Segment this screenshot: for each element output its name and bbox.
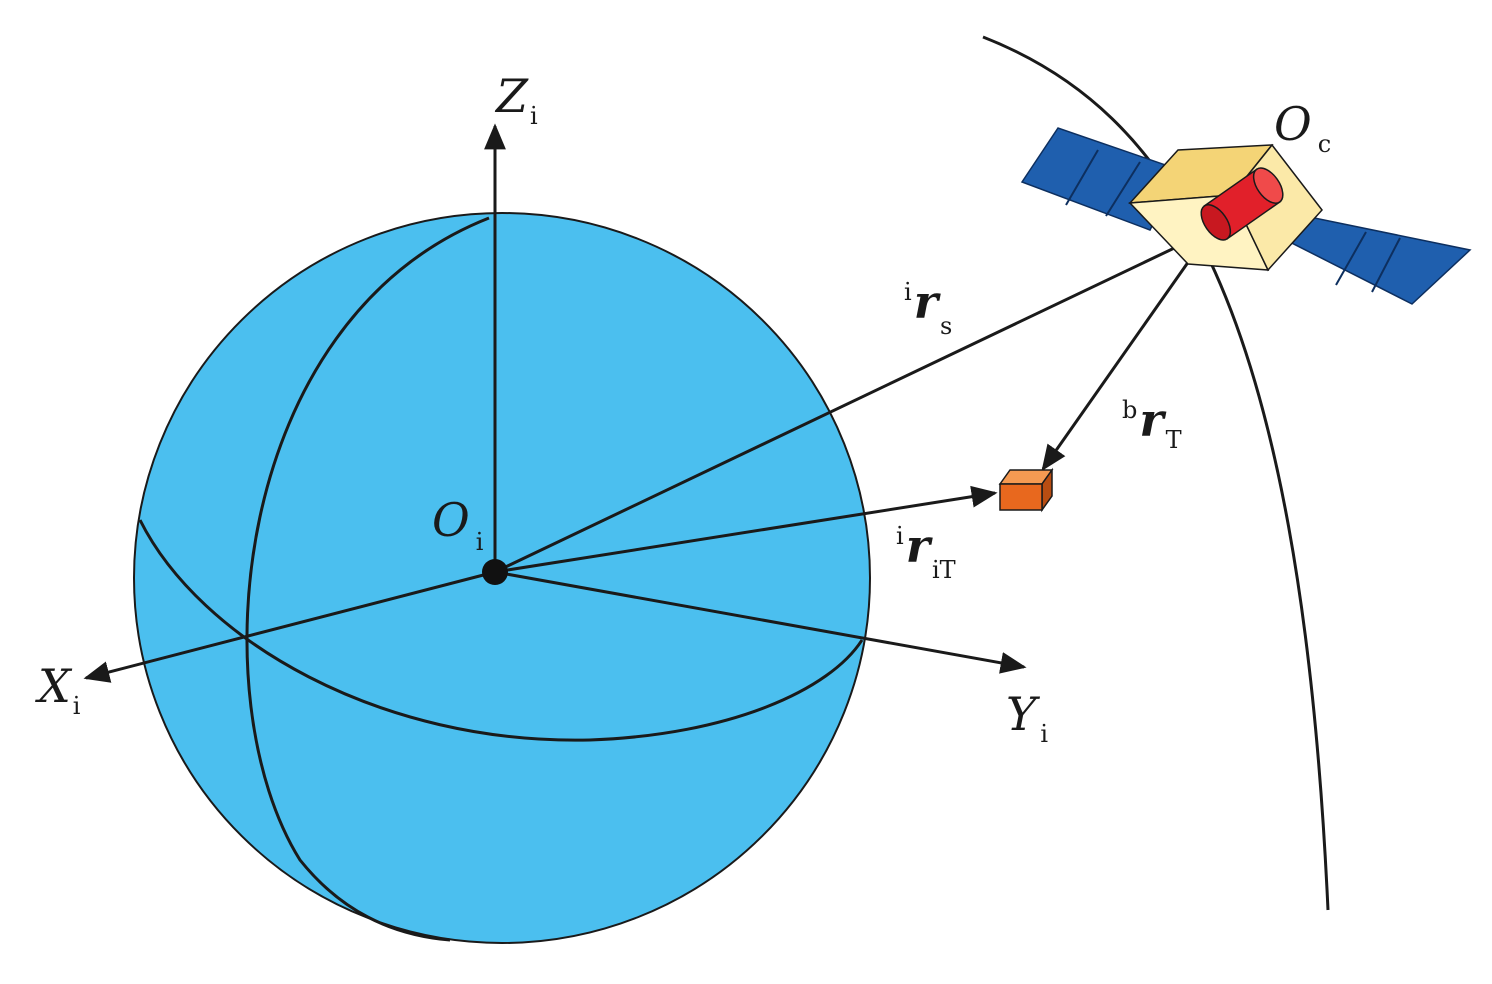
label-z-axis: Zi (494, 69, 538, 130)
meridian-line (245, 216, 490, 942)
x-axis (83, 570, 496, 683)
target-box-icon (998, 467, 1054, 513)
y-axis (494, 570, 1027, 674)
satellite-icon (1020, 127, 1472, 305)
label-x-axis: Xi (35, 659, 81, 720)
sensor-cylinder (1200, 167, 1284, 241)
equator-line (138, 519, 864, 742)
vector-r-t (1041, 228, 1212, 472)
orbit-arc (982, 35, 1330, 911)
label-vector-r-t: brT (1122, 393, 1182, 454)
origin-point (482, 559, 508, 585)
label-vector-r-it: iriT (896, 519, 956, 584)
label-vector-r-s: irs (904, 275, 952, 340)
vector-r-it (494, 485, 998, 574)
